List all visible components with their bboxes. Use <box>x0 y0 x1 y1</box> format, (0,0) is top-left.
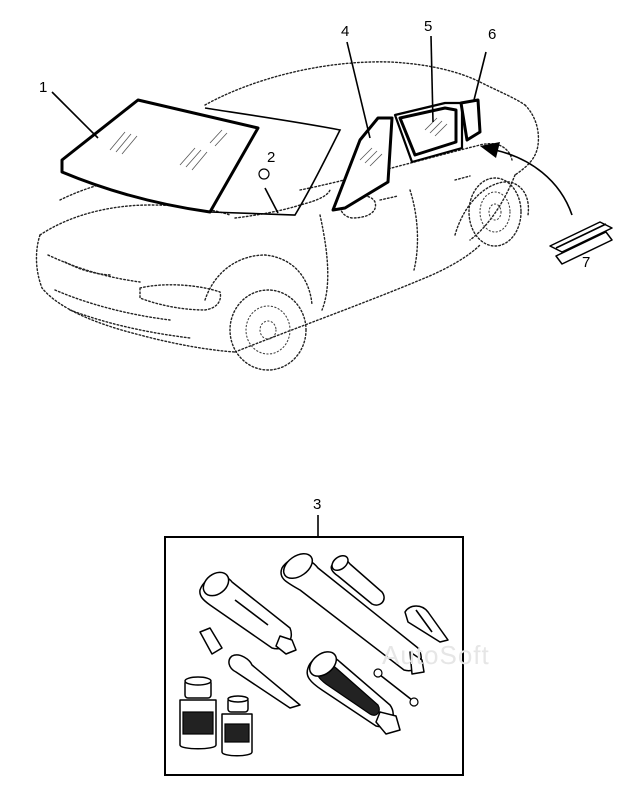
callout-7[interactable]: 7 <box>582 254 591 271</box>
callout-4[interactable]: 4 <box>341 23 350 40</box>
front-door-glass-part[interactable] <box>331 116 394 212</box>
rear-door-glass-part[interactable] <box>393 101 464 164</box>
callout-1[interactable]: 1 <box>39 79 48 96</box>
dark-cartridge <box>306 651 401 735</box>
windshield-seal <box>204 107 342 216</box>
arrow-to-seal-strip <box>480 142 573 216</box>
adhesive-tube-left <box>199 571 297 655</box>
leader-line-1 <box>51 91 99 139</box>
leader-line-4 <box>346 41 371 139</box>
pointed-nozzle <box>404 605 449 643</box>
nozzle-cap <box>199 627 301 709</box>
callout-6[interactable]: 6 <box>488 26 497 43</box>
leader-line-5 <box>430 35 434 123</box>
applicator-swab <box>373 668 419 707</box>
clip-part[interactable] <box>258 168 279 214</box>
seal-strip-part[interactable] <box>549 221 613 265</box>
quarter-glass-part[interactable] <box>459 51 487 142</box>
long-cartridge <box>280 552 425 675</box>
small-tube <box>330 554 385 606</box>
callout-5[interactable]: 5 <box>424 18 433 35</box>
kit-contents <box>179 552 449 757</box>
callout-2[interactable]: 2 <box>267 149 276 166</box>
primer-bottle-large <box>179 676 217 750</box>
primer-bottle-small <box>221 695 253 757</box>
car-body-outline <box>35 61 540 371</box>
callout-3[interactable]: 3 <box>313 496 322 513</box>
windshield-part[interactable] <box>60 98 260 214</box>
watermark-text: AutoSoft <box>382 640 490 670</box>
